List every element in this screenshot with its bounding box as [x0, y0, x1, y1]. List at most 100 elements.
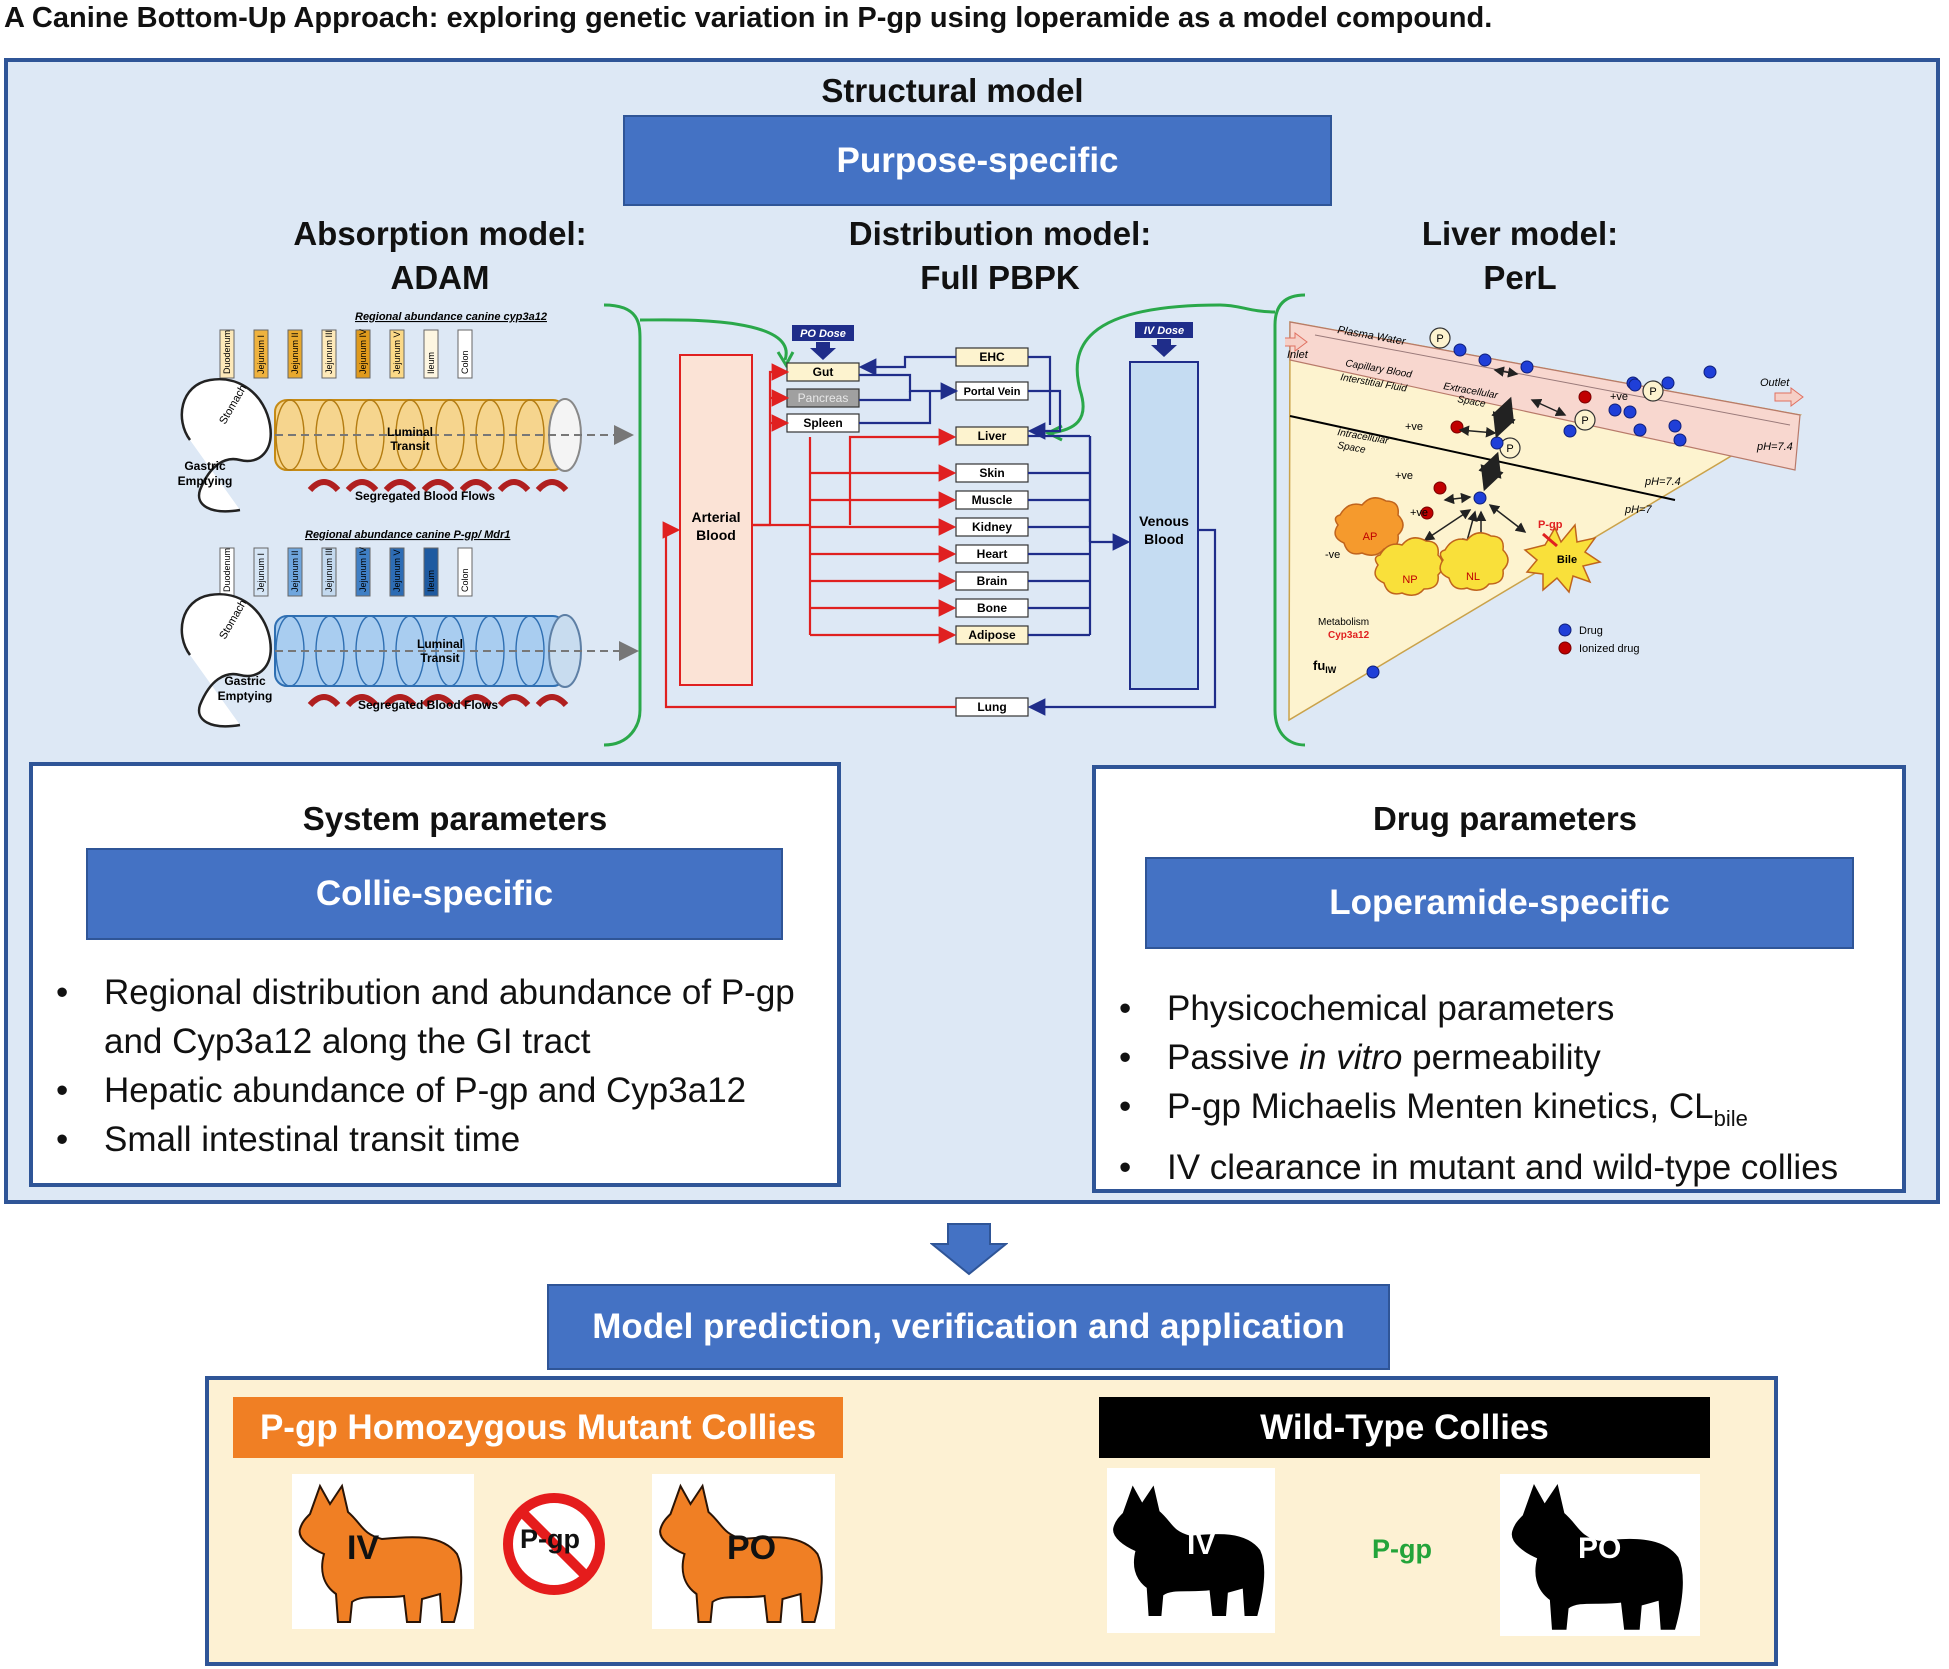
pgp-segment-label: Duodenum: [222, 548, 232, 592]
np-blob: [1374, 537, 1444, 596]
pgp-bar: [423, 547, 439, 597]
system-parameters-heading: System parameters: [302, 800, 608, 837]
cyp-bar: [253, 329, 269, 379]
page-title: A Canine Bottom-Up Approach: exploring g…: [4, 2, 1493, 34]
gut-box: Gut: [813, 365, 834, 379]
fu-iw-label: fuIW: [1313, 658, 1337, 675]
system-parameters-list: Regional distribution and abundance of P…: [36, 968, 826, 1164]
charge-pos-4: +ve: [1410, 507, 1428, 519]
wildtype-po-label: PO: [1578, 1532, 1622, 1565]
wildtype-pgp-label: P-gp: [1372, 1534, 1432, 1564]
bile-label: Bile: [1557, 554, 1577, 566]
wildtype-po-dog-card: PO: [1500, 1474, 1700, 1636]
charge-pos-2: +ve: [1405, 421, 1423, 433]
pgp-bar: [321, 547, 337, 597]
adam-diagram: Regional abundance canine cyp3a12 Duoden…: [178, 311, 639, 728]
mutant-po-dog-card: PO: [652, 1474, 835, 1629]
ph-cell-label: pH=7: [1624, 504, 1652, 516]
drug-bullet-2: Passive in vitro permeability: [1099, 1033, 1899, 1082]
cyp3a12-label: Cyp3a12: [1328, 630, 1370, 641]
drug-bullet-1: Physicochemical parameters: [1099, 984, 1899, 1033]
bile-icon: [1523, 523, 1602, 594]
no-pgp-sign: P-gp: [500, 1490, 608, 1598]
purpose-specific-banner: Purpose-specific: [623, 115, 1332, 206]
pgp-abundance-bars: Duodenum Jejunum I Jejunum II Jejunum III Je…: [219, 547, 473, 597]
legend-ionized-label: Ionized drug: [1579, 643, 1640, 655]
liver-model-title: Liver model:: [1421, 215, 1619, 252]
cyp-bar: [423, 329, 439, 379]
drug-bullet-4: IV clearance in mutant and wild-type col…: [1099, 1143, 1899, 1192]
gastric-label-bottom: Gastric: [224, 674, 266, 688]
po-dose-label: PO Dose: [800, 328, 846, 340]
cyp-segment-label: Ileum: [426, 352, 436, 374]
liver-box: Liver: [978, 429, 1007, 443]
nl-label: NL: [1466, 571, 1480, 583]
organ-label: Brain: [977, 574, 1008, 588]
pgp-transporter-label: P-gp: [1538, 519, 1563, 531]
luminal-label-bottom: Luminal: [417, 637, 463, 651]
pgp-segment-label: Jejunum I: [256, 553, 266, 592]
lung-box: Lung: [977, 700, 1006, 714]
organ-label: Bone: [977, 601, 1007, 615]
system-bullet-2: Hepatic abundance of P-gp and Cyp3a12: [36, 1066, 826, 1115]
collie-specific-banner: Collie-specific: [86, 848, 783, 940]
cyp-segment-label: Jejunum IV: [358, 329, 368, 374]
absorption-model-title: Absorption model:: [293, 215, 587, 252]
blood-flows-label-bottom: Segregated Blood Flows: [358, 698, 498, 712]
cyp-bar: [287, 329, 303, 379]
pgp-segment-label: Jejunum III: [324, 548, 334, 592]
organ-label: Adipose: [968, 628, 1016, 642]
prohibited-icon: [503, 1493, 605, 1595]
cyp-bar: [321, 329, 337, 379]
gastric-label-top: Gastric: [184, 459, 226, 473]
charge-pos-1: +ve: [1610, 391, 1628, 403]
mutant-iv-dog-card: IV: [292, 1474, 474, 1629]
cyp-segment-label: Jejunum I: [256, 335, 266, 374]
outlet-label: Outlet: [1760, 377, 1790, 389]
pgp-segment-label: Jejunum IV: [358, 547, 368, 592]
liver-bracket: [1044, 293, 1306, 747]
pgp-segment-label: Jejunum II: [290, 550, 300, 592]
extracellular-space-label: Space: [1456, 394, 1486, 410]
orange-collie-icon: [298, 1483, 463, 1623]
iv-dose-label: IV Dose: [1144, 325, 1184, 337]
luminal-label-top: Luminal: [387, 425, 433, 439]
ehc-box: EHC: [979, 350, 1005, 364]
pgp-bar: [457, 547, 473, 597]
organ-label: Kidney: [972, 520, 1012, 534]
charge-neg: -ve: [1325, 549, 1340, 561]
mutant-po-label: PO: [727, 1529, 777, 1567]
pgp-bar: [287, 547, 303, 597]
pancreas-box: Pancreas: [798, 391, 849, 405]
cyp-segment-label: Jejunum III: [324, 330, 334, 374]
down-arrow-icon: [930, 1223, 1008, 1276]
no-pgp-label: P-gp: [520, 1524, 580, 1554]
structural-model-heading: Structural model: [821, 72, 1084, 109]
metabolism-label: Metabolism: [1318, 617, 1369, 628]
portal-vein-box: Portal Vein: [964, 386, 1021, 398]
distribution-model-name: Full PBPK: [920, 259, 1080, 296]
black-collie-icon: [1113, 1485, 1265, 1617]
perl-liver-diagram: Inlet Outlet Plasma Water Capillary Bloo…: [1285, 321, 1804, 722]
stomach-icon-bottom: [180, 592, 272, 728]
drug-parameters-heading: Drug parameters: [1372, 800, 1638, 837]
legend-drug-label: Drug: [1579, 625, 1603, 637]
ph-interstitial-label: pH=7.4: [1644, 476, 1681, 488]
spleen-box: Spleen: [803, 416, 842, 430]
blood-flows-label-top: Segregated Blood Flows: [355, 489, 495, 503]
pgp-segment-label: Ileum: [426, 570, 436, 592]
stomach-icon-top: [180, 377, 272, 513]
protein-binding-label: P: [1649, 386, 1656, 398]
cyp-segment-label: Jejunum V: [392, 331, 402, 374]
organ-label: Muscle: [972, 493, 1013, 507]
intracellular-space-label: Space: [1336, 440, 1366, 456]
pgp-abundance-heading: Regional abundance canine P-gp/ Mdr1: [305, 529, 510, 541]
system-bullet-1: Regional distribution and abundance of P…: [36, 968, 826, 1066]
emptying-label-top: Emptying: [178, 474, 233, 488]
protein-binding-label: P: [1581, 415, 1588, 427]
absorption-model-name: ADAM: [390, 259, 490, 296]
pgp-bar: [253, 547, 269, 597]
iv-dose-box: [1135, 322, 1193, 338]
cyp-bar: [389, 329, 405, 379]
